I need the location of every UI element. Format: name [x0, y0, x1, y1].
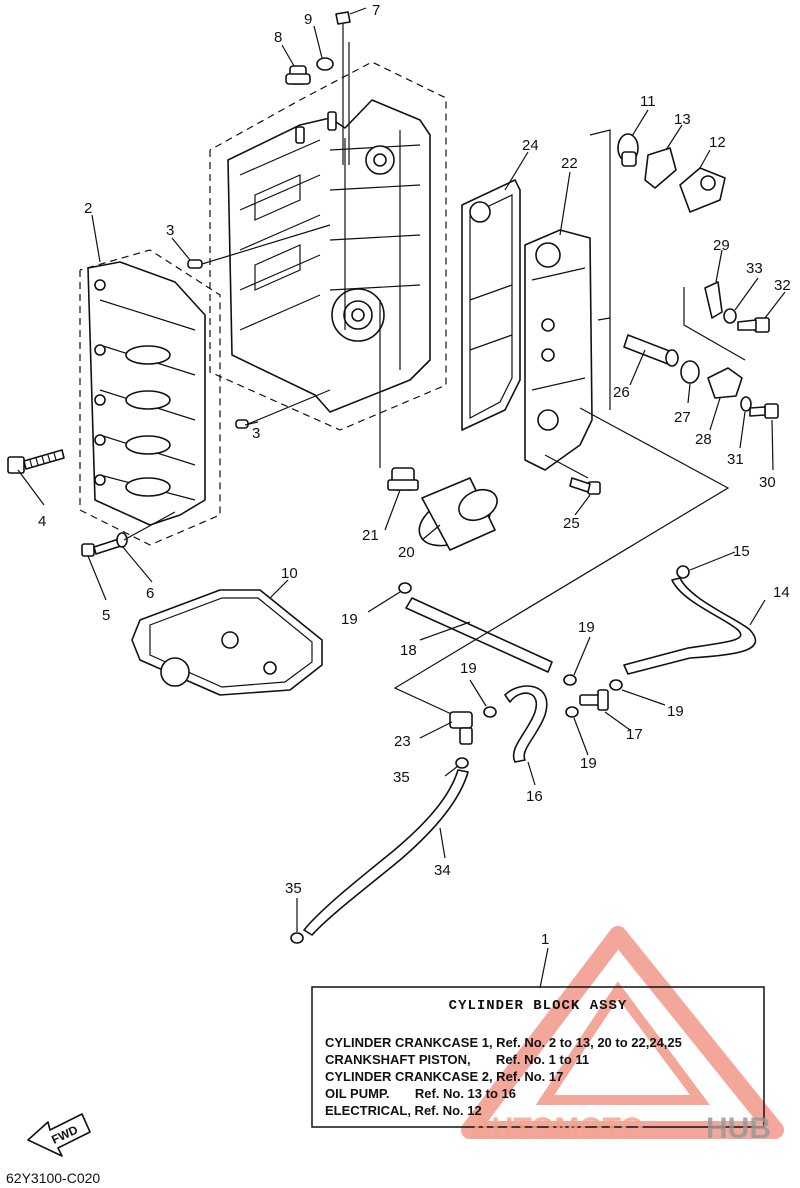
callout-3a: 3 [166, 222, 174, 239]
plug-8 [285, 65, 311, 85]
callout-31: 31 [727, 451, 744, 468]
callout-19d: 19 [460, 660, 477, 677]
callout-35b: 35 [285, 880, 302, 897]
fitting-17 [579, 689, 609, 711]
callout-4: 4 [38, 513, 46, 530]
callout-19a: 19 [341, 611, 358, 628]
callout-34: 34 [434, 862, 451, 879]
callout-14: 14 [773, 584, 790, 601]
cover-12 [679, 167, 726, 213]
callout-9: 9 [304, 11, 312, 28]
callout-5: 5 [102, 607, 110, 624]
seal-27 [680, 360, 700, 384]
callout-28: 28 [695, 431, 712, 448]
callout-numbers: 1 2 3 3 4 5 6 7 8 9 10 11 12 13 14 15 16… [38, 2, 791, 948]
clip-19e [565, 706, 579, 718]
washer-9 [316, 57, 334, 71]
fitting-21 [387, 467, 419, 491]
callout-15: 15 [733, 543, 750, 560]
bolt-30 [749, 403, 779, 419]
hose-14 [623, 577, 757, 675]
callout-18: 18 [400, 642, 417, 659]
callout-32: 32 [774, 277, 791, 294]
clip-15 [676, 565, 690, 579]
legend-title: CYLINDER BLOCK ASSY [449, 998, 628, 1014]
clip-19b [563, 674, 577, 686]
clip-19d [483, 706, 497, 718]
fwd-arrow-icon: FWD [27, 1113, 91, 1157]
cylinder-head-group [79, 249, 221, 546]
callout-23: 23 [394, 733, 411, 750]
clip-35a [455, 757, 469, 769]
callout-16: 16 [526, 788, 543, 805]
bolt-4 [7, 449, 65, 474]
clip-19a [398, 582, 412, 594]
callout-8: 8 [274, 29, 282, 46]
pin-26 [623, 334, 679, 367]
legend-line-2: CRANKSHAFT PISTON, Ref. No. 1 to 11 [325, 1052, 589, 1067]
watermark-text: AUTOMOTO HUB [470, 1112, 771, 1145]
legend-line-1: CYLINDER CRANKCASE 1, Ref. No. 2 to 13, … [325, 1035, 682, 1050]
callout-26: 26 [613, 384, 630, 401]
clip-35b [290, 932, 304, 944]
callout-21: 21 [362, 527, 379, 544]
gasket-13 [644, 147, 677, 189]
callout-20: 20 [398, 544, 415, 561]
washer-6 [116, 532, 128, 548]
callout-2: 2 [84, 200, 92, 217]
callout-29: 29 [713, 237, 730, 254]
bolt-32 [737, 317, 770, 333]
callout-25: 25 [563, 515, 580, 532]
assembly-legend-box: CYLINDER BLOCK ASSY CYLINDER CRANKCASE 1… [311, 986, 765, 1128]
fitting-23 [449, 711, 473, 745]
legend-line-5: ELECTRICAL, Ref. No. 12 [325, 1103, 482, 1118]
callout-11: 11 [640, 93, 656, 110]
legend-line-3: CYLINDER CRANKCASE 2, Ref. No. 17 [325, 1069, 563, 1084]
watermark-text-a: AUTOMOTO [470, 1112, 644, 1145]
cover-22 [524, 229, 593, 471]
callout-3b: 3 [252, 425, 260, 442]
callout-19b: 19 [578, 619, 595, 636]
drawing-code: 62Y3100-C020 [6, 1170, 100, 1186]
clip-19c [609, 679, 623, 691]
legend-line-4: OIL PUMP. Ref. No. 13 to 16 [325, 1086, 516, 1101]
dowel-pin-upper [187, 259, 203, 269]
gasket-24 [461, 179, 521, 431]
callout-24: 24 [522, 137, 539, 154]
fitting-7 [335, 11, 351, 165]
callout-7: 7 [372, 2, 380, 19]
gasket-10 [131, 589, 323, 696]
callout-30: 30 [759, 474, 776, 491]
hose-34 [303, 769, 469, 936]
hose-16 [504, 685, 548, 763]
callout-6: 6 [146, 585, 154, 602]
cylinder-crankcase-group [209, 61, 447, 431]
callout-10: 10 [281, 565, 298, 582]
callout-1: 1 [541, 931, 549, 948]
dowel-pin-lower [235, 419, 249, 429]
part-28 [707, 367, 743, 399]
part-11 [617, 133, 639, 167]
washer-31 [740, 396, 752, 412]
callout-13: 13 [674, 111, 691, 128]
callout-leaders [17, 7, 786, 989]
callout-27: 27 [674, 409, 691, 426]
callout-19c: 19 [667, 703, 684, 720]
callout-17: 17 [626, 726, 643, 743]
part-29 [704, 281, 723, 319]
bolt-25 [569, 477, 601, 495]
hose-18 [405, 597, 553, 673]
callout-33: 33 [746, 260, 763, 277]
washer-33 [723, 308, 737, 324]
callout-19e: 19 [580, 755, 597, 772]
oil-filter-20 [418, 477, 498, 551]
callout-12: 12 [709, 134, 726, 151]
callout-22: 22 [561, 155, 578, 172]
watermark-text-b: HUB [706, 1112, 771, 1145]
watermark-logo [461, 926, 784, 1139]
callout-35a: 35 [393, 769, 410, 786]
